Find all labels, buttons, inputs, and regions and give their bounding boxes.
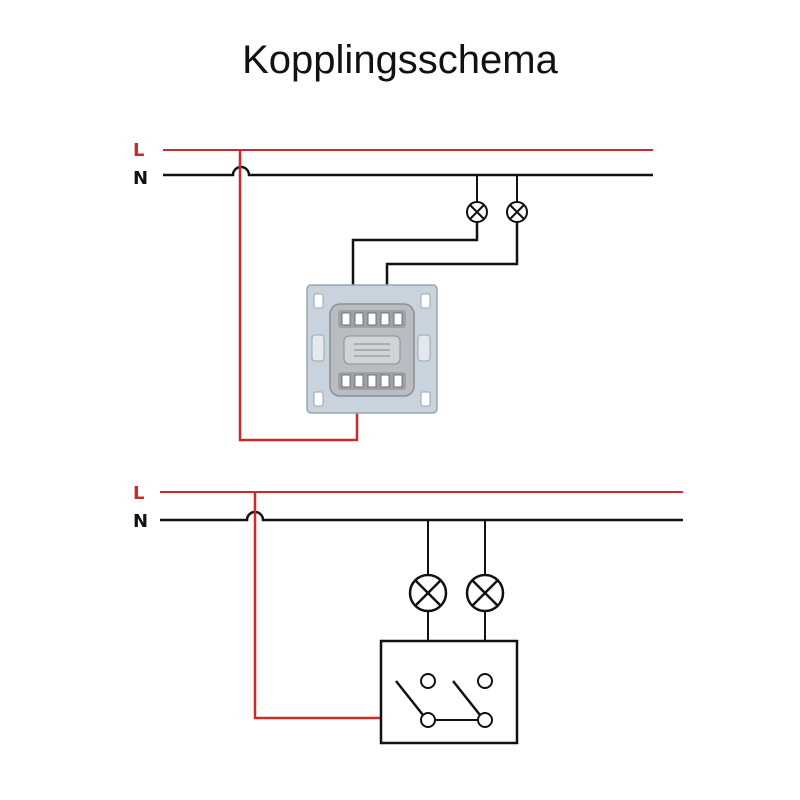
page-title: Kopplingsschema	[242, 38, 558, 82]
lamp-icon	[465, 573, 505, 613]
neutral-wire	[163, 165, 653, 177]
top-diagram: L N	[133, 140, 653, 442]
live-label: L	[133, 483, 144, 504]
neutral-wire	[160, 510, 683, 522]
switch-feed-wire	[253, 492, 418, 720]
switch-box	[379, 639, 519, 745]
neutral-label: N	[133, 168, 148, 189]
switch-blade	[452, 680, 481, 716]
live-label: L	[133, 140, 144, 161]
lamp-icon	[408, 573, 448, 613]
neutral-label: N	[133, 511, 148, 532]
lamp-icon	[466, 201, 488, 223]
switch-contacts	[395, 673, 493, 728]
lamp-icon	[506, 201, 528, 223]
switch-mechanism	[306, 284, 438, 414]
switch-feed-wire	[238, 150, 359, 442]
switch-blade	[395, 680, 424, 716]
switched-wire	[351, 222, 479, 312]
bottom-diagram: L N	[133, 483, 683, 745]
